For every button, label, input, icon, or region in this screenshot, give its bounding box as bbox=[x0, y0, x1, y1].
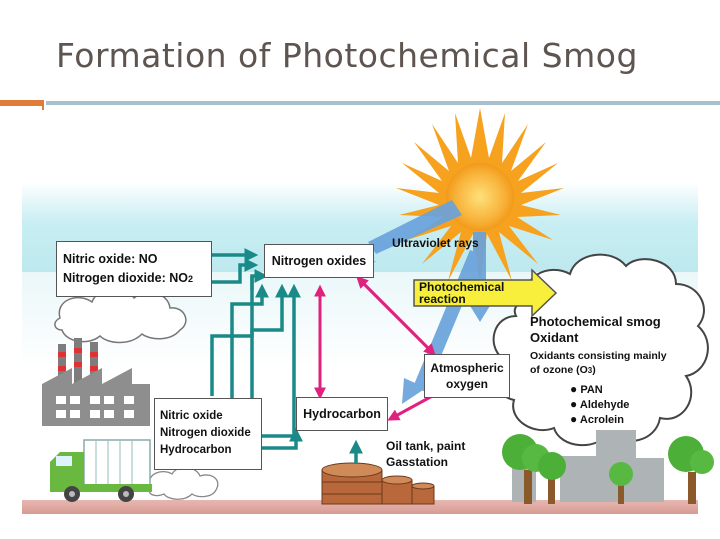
title-rule-tick bbox=[42, 100, 44, 110]
oxidant-item-aldehyde: ● Aldehyde bbox=[570, 397, 630, 411]
sun-icon bbox=[396, 108, 564, 284]
factory-icon bbox=[42, 338, 150, 426]
photochemical-reaction-arrow bbox=[413, 268, 558, 318]
title-rule bbox=[46, 101, 720, 105]
nitrogen-dioxide-label: Nitrogen dioxide: NO2 bbox=[63, 271, 194, 285]
nitric-oxide-label: Nitric oxide: NO bbox=[63, 252, 158, 266]
oxidant-desc-2: of ozone (O3) bbox=[530, 364, 596, 376]
reaction-arrows bbox=[314, 276, 437, 421]
nitrogen-sources-box: Nitric oxide: NO Nitrogen dioxide: NO2 bbox=[56, 241, 212, 297]
oil-tank-label: Oil tank, paint Gasstation bbox=[386, 439, 466, 469]
title-rule-accent bbox=[0, 100, 44, 106]
oxidant-title: Oxidant bbox=[530, 330, 579, 345]
oil-tank-icon bbox=[321, 462, 435, 505]
vehicle-hydrocarbon-label: Hydrocarbon bbox=[160, 444, 232, 456]
nitrogen-oxides-box: Nitrogen oxides bbox=[264, 244, 374, 278]
ultraviolet-rays-label: Ultraviolet rays bbox=[392, 236, 479, 250]
oxidant-item-acrolein: ● Acrolein bbox=[570, 412, 624, 426]
photochemical-reaction-label: Photochemical reaction bbox=[419, 280, 505, 306]
atmospheric-oxygen-box: Atmospheric oxygen bbox=[424, 354, 510, 398]
oxidant-desc-1: Oxidants consisting mainly bbox=[530, 350, 667, 362]
vehicle-nitric-oxide-label: Nitric oxide bbox=[160, 410, 223, 422]
slide-title: Formation of Photochemical Smog bbox=[56, 36, 638, 75]
smog-description: Photochemical smog Oxidant Oxidants cons… bbox=[530, 314, 667, 427]
emission-arrows bbox=[210, 248, 363, 464]
vehicle-nitrogen-dioxide-label: Nitrogen dioxide bbox=[160, 427, 251, 439]
vehicle-emissions-box: Nitric oxide Nitrogen dioxide Hydrocarbo… bbox=[154, 398, 262, 470]
oxidant-item-pan: ● PAN bbox=[570, 382, 603, 396]
smog-title: Photochemical smog bbox=[530, 314, 661, 329]
exhaust-smoke-cloud bbox=[148, 466, 219, 500]
hydrocarbon-box: Hydrocarbon bbox=[296, 397, 388, 431]
truck-icon bbox=[50, 439, 152, 502]
tree-icon bbox=[502, 434, 714, 504]
